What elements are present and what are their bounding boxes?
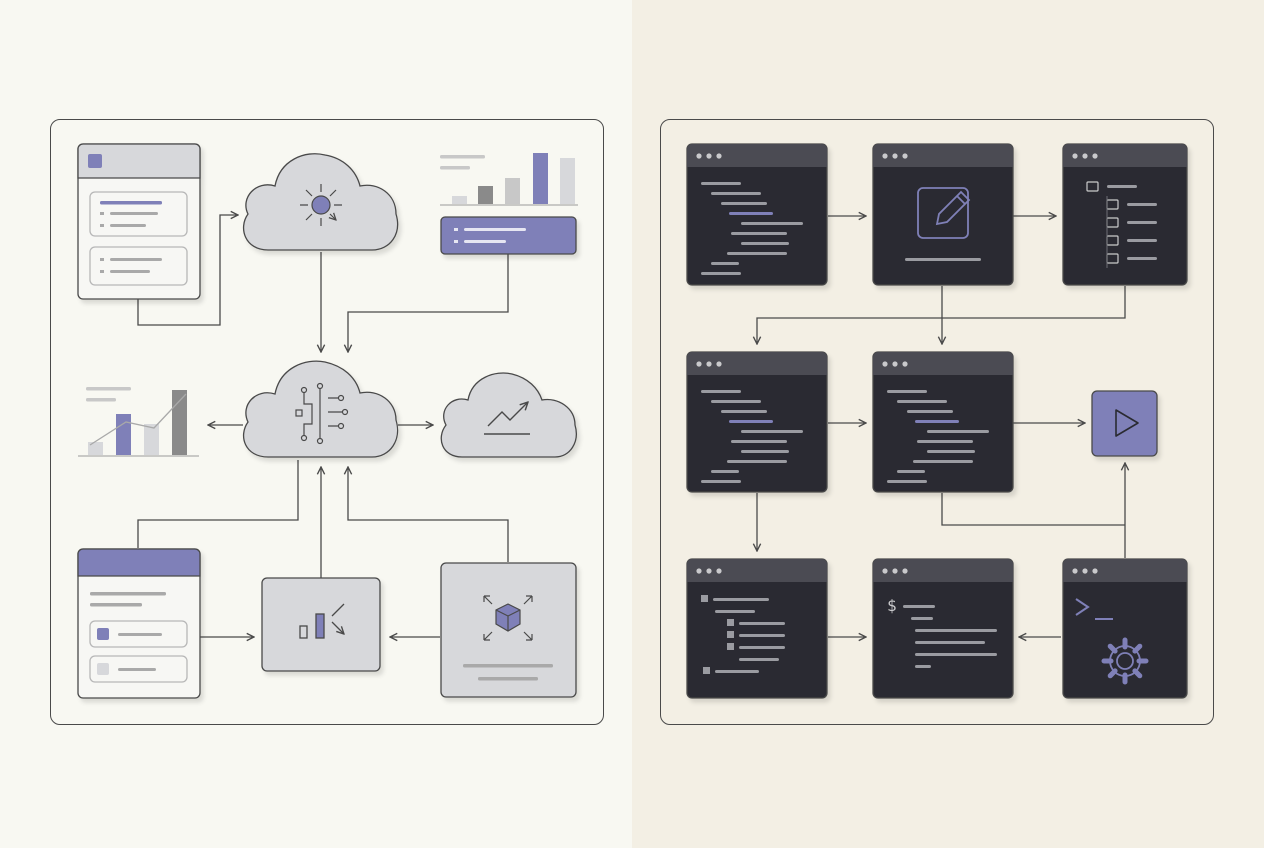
connector-editor3-to-play-loop	[941, 493, 1125, 526]
play-button	[1091, 390, 1158, 457]
code-editor-3	[872, 351, 1014, 493]
file-tree-window	[1062, 143, 1188, 286]
node-icon	[727, 643, 734, 650]
developer-workflow-panel	[660, 119, 1214, 725]
folder-icon	[1086, 181, 1099, 192]
window-dot-icon	[696, 361, 702, 367]
chart-bar	[452, 196, 467, 204]
terminal-windows: $	[686, 143, 1188, 699]
code-editor-1	[686, 143, 828, 286]
left-connectors	[137, 215, 509, 637]
chart-bar	[116, 414, 131, 455]
play-icon	[1115, 409, 1139, 437]
circuit-icon	[295, 382, 349, 445]
node-icon	[703, 667, 710, 674]
window-dot-icon	[892, 361, 898, 367]
node-icon	[701, 595, 708, 602]
chart-bar	[88, 442, 103, 455]
window-dot-icon	[716, 361, 722, 367]
right-connectors	[757, 216, 1125, 637]
chart-bar	[560, 158, 575, 204]
connector-list-to-hub	[137, 215, 238, 326]
bar-chart-icon	[299, 603, 344, 638]
connector-cube-to-circuit	[348, 467, 509, 562]
window-dot-icon	[696, 153, 702, 159]
window-dot-icon	[1072, 153, 1078, 159]
edit-window	[872, 143, 1014, 286]
window-dot-icon	[902, 568, 908, 574]
circuit-cloud	[243, 360, 399, 458]
trend-icon	[484, 402, 530, 435]
chart-bar	[505, 178, 520, 204]
window-dot-icon	[882, 361, 888, 367]
window-dot-icon	[706, 153, 712, 159]
node-icon	[727, 619, 734, 626]
code-editor-2	[686, 351, 828, 493]
shell-window: $	[872, 558, 1014, 699]
list-window	[77, 143, 201, 300]
connector-edit-to-editor2	[757, 286, 943, 344]
dollar-prompt-icon: $	[887, 596, 897, 615]
window-dot-icon	[716, 153, 722, 159]
window-dot-icon	[902, 153, 908, 159]
connector-files-to-editor3	[942, 286, 1126, 344]
window-dot-icon	[902, 361, 908, 367]
window-dot-icon	[882, 568, 888, 574]
terminal-prompt-icon	[1075, 598, 1113, 620]
trend-cloud	[440, 372, 577, 458]
window-dot-icon	[1082, 568, 1088, 574]
chart-bar	[144, 424, 159, 455]
connector-form-to-circuit	[137, 460, 299, 548]
window-dot-icon	[1072, 568, 1078, 574]
window-dot-icon	[892, 568, 898, 574]
form-window	[77, 548, 201, 699]
window-dot-icon	[1082, 153, 1088, 159]
connector-search-to-circuit	[348, 254, 509, 352]
window-badge-icon	[88, 154, 102, 168]
settings-terminal	[1062, 558, 1188, 699]
checkbox-icon	[97, 663, 109, 675]
node-icon	[727, 631, 734, 638]
edit-icon	[917, 187, 971, 239]
window-dot-icon	[882, 153, 888, 159]
cloud-workflow-panel	[50, 119, 604, 725]
cube-box	[440, 562, 577, 698]
mini-bar-chart	[440, 153, 578, 206]
window-dot-icon	[706, 568, 712, 574]
window-dot-icon	[892, 153, 898, 159]
search-bar	[440, 216, 577, 255]
analytics-box	[261, 577, 381, 672]
gear-icon	[1101, 637, 1149, 685]
cube-icon	[483, 595, 533, 641]
trend-bar-chart	[78, 387, 199, 457]
outline-window	[686, 558, 828, 699]
chart-bar	[533, 153, 548, 204]
window-dot-icon	[1092, 568, 1098, 574]
window-dot-icon	[716, 568, 722, 574]
window-dot-icon	[1092, 153, 1098, 159]
chart-bar	[478, 186, 493, 204]
window-dot-icon	[706, 361, 712, 367]
hub-cloud	[243, 153, 399, 251]
chart-bar	[172, 390, 187, 455]
window-dot-icon	[696, 568, 702, 574]
checkbox-icon	[97, 628, 109, 640]
hub-icon	[300, 184, 342, 226]
